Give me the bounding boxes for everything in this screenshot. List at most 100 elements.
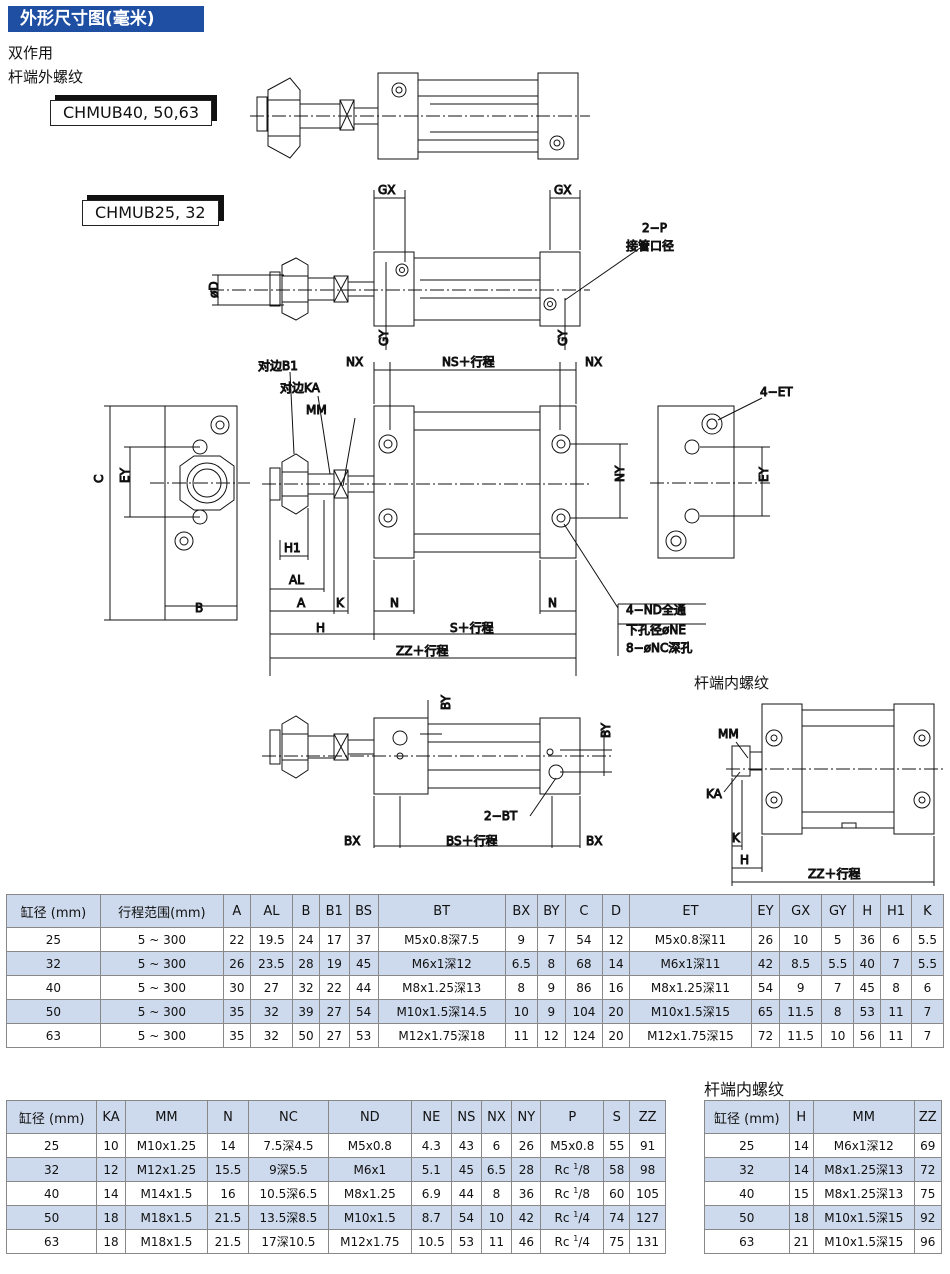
table-cell: 63 xyxy=(5,1229,98,1254)
table-cell: 40 xyxy=(6,975,101,1000)
table-cell: M6x1 xyxy=(328,1157,412,1182)
dim-h: H xyxy=(316,621,325,635)
table-cell: 11.5 xyxy=(779,1023,823,1048)
table-cell: M10x1.5深14.5 xyxy=(377,999,506,1024)
table-cell: 12 xyxy=(536,1023,566,1048)
table-cell: M18x1.5 xyxy=(124,1205,209,1230)
table-cell: 50 xyxy=(292,1023,320,1048)
dim-ey-front: EY xyxy=(118,467,132,483)
table-cell: 10 xyxy=(779,927,823,952)
column-header: B1 xyxy=(318,894,350,928)
table-cell: M8x1.25深13 xyxy=(812,1181,915,1206)
table-cell: M5x0.8深7.5 xyxy=(377,927,506,952)
column-header: AL xyxy=(249,894,294,928)
column-header: ZZ xyxy=(629,1100,666,1134)
table-cell: 5.5 xyxy=(821,951,855,976)
table-cell: 72 xyxy=(750,1023,781,1048)
table-cell: 11 xyxy=(880,999,912,1024)
table-cell: 68 xyxy=(564,951,603,976)
note-nd: 4−ND全通 xyxy=(626,602,686,617)
table-cell: Rc 1/4 xyxy=(540,1205,605,1230)
table-cell: 32 xyxy=(249,999,294,1024)
table-cell: 74 xyxy=(603,1205,631,1230)
column-header: MM xyxy=(812,1100,915,1134)
table-cell: 19.5 xyxy=(249,927,294,952)
column-header: C xyxy=(564,894,603,928)
table-cell: 28 xyxy=(511,1157,542,1182)
table-cell: 42 xyxy=(750,951,781,976)
table-cell: 37 xyxy=(348,927,379,952)
model-label-small: CHMUB25, 32 xyxy=(82,200,219,226)
female-dim-zz: ZZ＋行程 xyxy=(808,866,860,881)
column-header: H1 xyxy=(880,894,912,928)
table-cell: 96 xyxy=(913,1229,943,1254)
table-cell: 10 xyxy=(821,1023,855,1048)
dim-mm: MM xyxy=(306,403,327,417)
table-cell: 27 xyxy=(318,999,350,1024)
column-header: 缸径 (mm) xyxy=(5,1100,98,1134)
table-cell: 5 ~ 300 xyxy=(99,951,224,976)
table-cell: M12x1.75深18 xyxy=(377,1023,506,1048)
table-cell: 23.5 xyxy=(249,951,294,976)
table-cell: 17 xyxy=(318,927,350,952)
table-cell: M5x0.8深11 xyxy=(628,927,752,952)
rod-female-thread-label: 杆端内螺纹 xyxy=(694,674,770,692)
table-cell: 86 xyxy=(564,975,603,1000)
table-cell: M5x0.8 xyxy=(540,1133,605,1158)
table-cell: 5.1 xyxy=(410,1157,453,1182)
table-cell: 16 xyxy=(207,1181,249,1206)
table-cell: M8x1.25深11 xyxy=(628,975,752,1000)
table-cell: 32 xyxy=(704,1157,790,1182)
table-cell: 50 xyxy=(6,999,101,1024)
table-cell: 12 xyxy=(96,1157,126,1182)
table-cell: 127 xyxy=(629,1205,666,1230)
table-cell: 24 xyxy=(292,927,320,952)
column-header: B xyxy=(292,894,320,928)
table-cell: Rc 1/8 xyxy=(540,1181,605,1206)
table-cell: 40 xyxy=(5,1181,98,1206)
note-ne: 下孔径øNE xyxy=(626,623,686,637)
table-cell: 7.5深4.5 xyxy=(247,1133,330,1158)
table-cell: 54 xyxy=(564,927,603,952)
column-header: NY xyxy=(511,1100,542,1134)
table-cell: 32 xyxy=(249,1023,294,1048)
table-cell: 8 xyxy=(480,1181,513,1206)
table-cell: 10.5 xyxy=(410,1229,453,1254)
table-cell: M10x1.5 xyxy=(328,1205,412,1230)
table-cell: 18 xyxy=(96,1205,126,1230)
column-header: 行程范围(mm) xyxy=(99,894,224,928)
dim-ka: 对边KA xyxy=(280,381,321,395)
column-header: N xyxy=(207,1100,249,1134)
table-cell: 5 ~ 300 xyxy=(99,975,224,1000)
table-cell: 5 ~ 300 xyxy=(99,927,224,952)
table-cell: 18 xyxy=(788,1205,814,1230)
table-cell: 8 xyxy=(536,951,566,976)
table-cell: 32 xyxy=(6,951,101,976)
dim-c: C xyxy=(92,475,106,483)
table-cell: 54 xyxy=(348,999,379,1024)
table-cell: 75 xyxy=(913,1181,943,1206)
dim-nx-left: NX xyxy=(346,355,363,369)
dim-k: K xyxy=(336,596,345,610)
dimension-drawing: GX GX 2−P 接管口径 øD GY GY C EY B xyxy=(92,72,946,886)
table-cell: 8 xyxy=(504,975,538,1000)
table-cell: 105 xyxy=(629,1181,666,1206)
table-cell: 5 ~ 300 xyxy=(99,1023,224,1048)
table-cell: 11 xyxy=(504,1023,538,1048)
table-cell: 5 ~ 300 xyxy=(99,999,224,1024)
table-cell: 27 xyxy=(249,975,294,1000)
port-size-label: 接管口径 xyxy=(626,238,674,253)
table-cell: 32 xyxy=(5,1157,98,1182)
table-cell: 39 xyxy=(292,999,320,1024)
table-cell: 8 xyxy=(880,975,912,1000)
table-cell: 20 xyxy=(601,999,630,1024)
dim-ns: NS＋行程 xyxy=(442,354,495,369)
